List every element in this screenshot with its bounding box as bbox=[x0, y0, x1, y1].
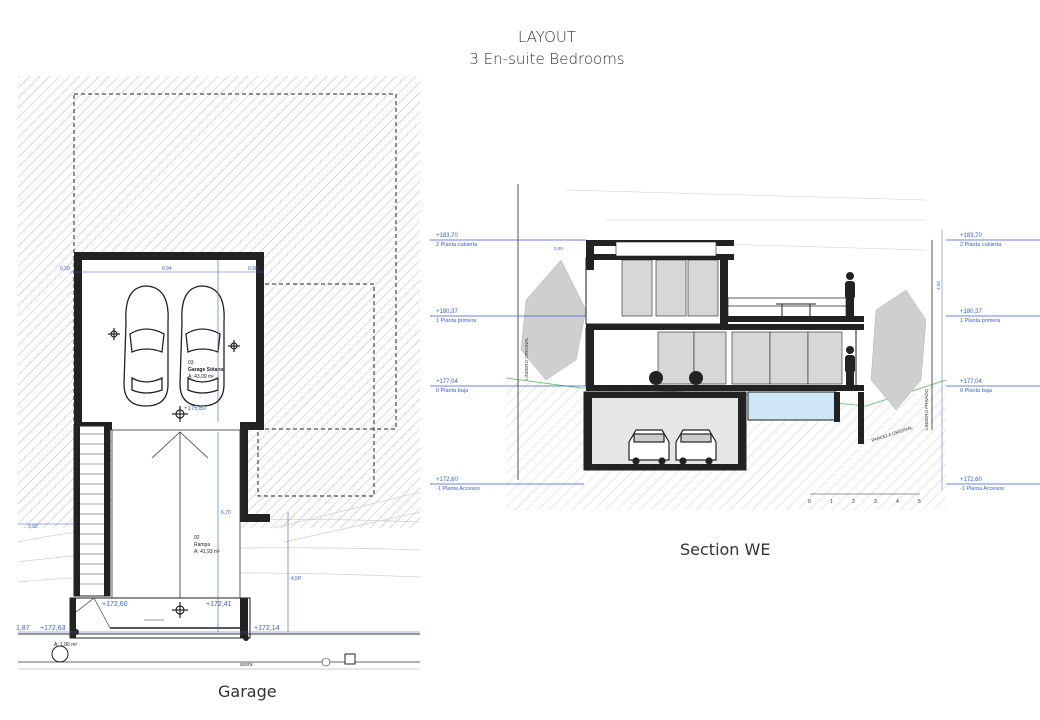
street-label: acera bbox=[240, 662, 253, 668]
person-icon bbox=[845, 346, 855, 386]
level-name: 0 Planta baja bbox=[960, 388, 993, 394]
scale-tick: 3 bbox=[874, 499, 877, 505]
upper-floor-footprint bbox=[73, 93, 397, 430]
lindero-left-label: LINDERO ORIGINAL bbox=[524, 337, 529, 380]
dimension-label: 3,03 bbox=[936, 281, 941, 290]
dimension-label: 0,30 bbox=[60, 266, 70, 272]
lindero-right-label: LINDERO PRIVADO bbox=[924, 388, 929, 430]
pool bbox=[747, 391, 837, 421]
room-number: 02 bbox=[194, 535, 200, 541]
garage-floor-plan: 03 Garage Sótano A: 43,09 m² 02 Rampa A:… bbox=[16, 76, 421, 670]
section-we-drawing: LINDERO ORIGINAL LINDERO PRIVADO bbox=[430, 184, 1040, 510]
level-value: +172,60 bbox=[436, 477, 459, 483]
level-value: +177,04 bbox=[960, 379, 983, 385]
level-value: +177,04 bbox=[436, 379, 459, 385]
level-marker-icon bbox=[108, 328, 240, 618]
level-value: +180,37 bbox=[436, 309, 459, 315]
level-value: +175,60 bbox=[184, 406, 207, 412]
person-icon bbox=[845, 272, 855, 316]
layout-title-block: LAYOUT 3 En-suite Bedrooms bbox=[0, 26, 1040, 70]
scale-tick: 5 bbox=[918, 499, 921, 505]
level-name: 0 Planta baja bbox=[436, 388, 469, 394]
staircase bbox=[73, 425, 111, 597]
small-room-area: A: 1,86 m² bbox=[54, 642, 77, 648]
section-marker-icon bbox=[344, 653, 356, 665]
level-name: 2 Planta cubierta bbox=[436, 242, 478, 248]
dimension-lines bbox=[18, 260, 420, 633]
level-value: +172,41 bbox=[206, 601, 232, 608]
top-floor bbox=[586, 240, 734, 270]
level-name: -1 Planta Accesos bbox=[436, 486, 480, 492]
car-icon bbox=[179, 285, 225, 407]
edge-label: 1,87 bbox=[16, 625, 30, 632]
room-area: A: 43,09 m² bbox=[188, 374, 214, 380]
grid-marker-icon bbox=[321, 657, 331, 667]
ramp-area bbox=[111, 429, 241, 629]
terrace-table-icon bbox=[776, 303, 816, 316]
level-name: -1 Planta Accesos bbox=[960, 486, 1004, 492]
entrance-area bbox=[69, 597, 251, 639]
background-vegetation bbox=[520, 259, 927, 411]
level-value: +183,70 bbox=[960, 233, 983, 239]
level-name: 1 Planta primera bbox=[436, 318, 477, 324]
scale-tick: 0 bbox=[808, 499, 811, 505]
room-number: 03 bbox=[188, 360, 194, 366]
dimension-label: 4,5P bbox=[291, 576, 302, 582]
car-icon bbox=[123, 285, 169, 407]
north-marker-icon bbox=[51, 645, 69, 663]
layout-subtitle: 3 En-suite Bedrooms bbox=[469, 50, 625, 68]
layout-title: LAYOUT bbox=[517, 28, 577, 46]
dimension-label: 6,94 bbox=[162, 266, 172, 272]
dimension-label: 0,30 bbox=[248, 266, 258, 272]
level-name: 1 Planta primera bbox=[960, 318, 1001, 324]
section-caption: Section WE bbox=[680, 540, 771, 559]
dimension-label: 3,02 bbox=[28, 524, 38, 530]
dimension-label: 3,00 bbox=[554, 246, 563, 251]
scale-tick: 2 bbox=[852, 499, 855, 505]
plan-caption: Garage bbox=[218, 682, 277, 701]
scale-tick: 1 bbox=[830, 499, 833, 505]
dimension-label: 6,70 bbox=[221, 510, 231, 516]
terrace-railing bbox=[727, 297, 847, 316]
level-value: +172,60 bbox=[960, 477, 983, 483]
level-value: +180,37 bbox=[960, 309, 983, 315]
level-name: 2 Planta cubierta bbox=[960, 242, 1002, 248]
scale-tick: 4 bbox=[896, 499, 899, 505]
window-panels bbox=[657, 331, 843, 385]
room-name: Garage Sótano bbox=[188, 367, 224, 373]
level-value: +183,70 bbox=[436, 233, 459, 239]
level-value: +172,63 bbox=[40, 625, 66, 632]
car-icon bbox=[675, 429, 717, 465]
car-icon bbox=[628, 429, 670, 465]
outdoor-chair-icon bbox=[649, 371, 703, 385]
level-value: +172,60 bbox=[102, 601, 128, 608]
room-name: Rampa bbox=[194, 542, 210, 548]
level-lines bbox=[430, 239, 1040, 485]
room-area: A: 41,93 m² bbox=[194, 549, 220, 555]
level-value: +172,14 bbox=[254, 625, 280, 632]
